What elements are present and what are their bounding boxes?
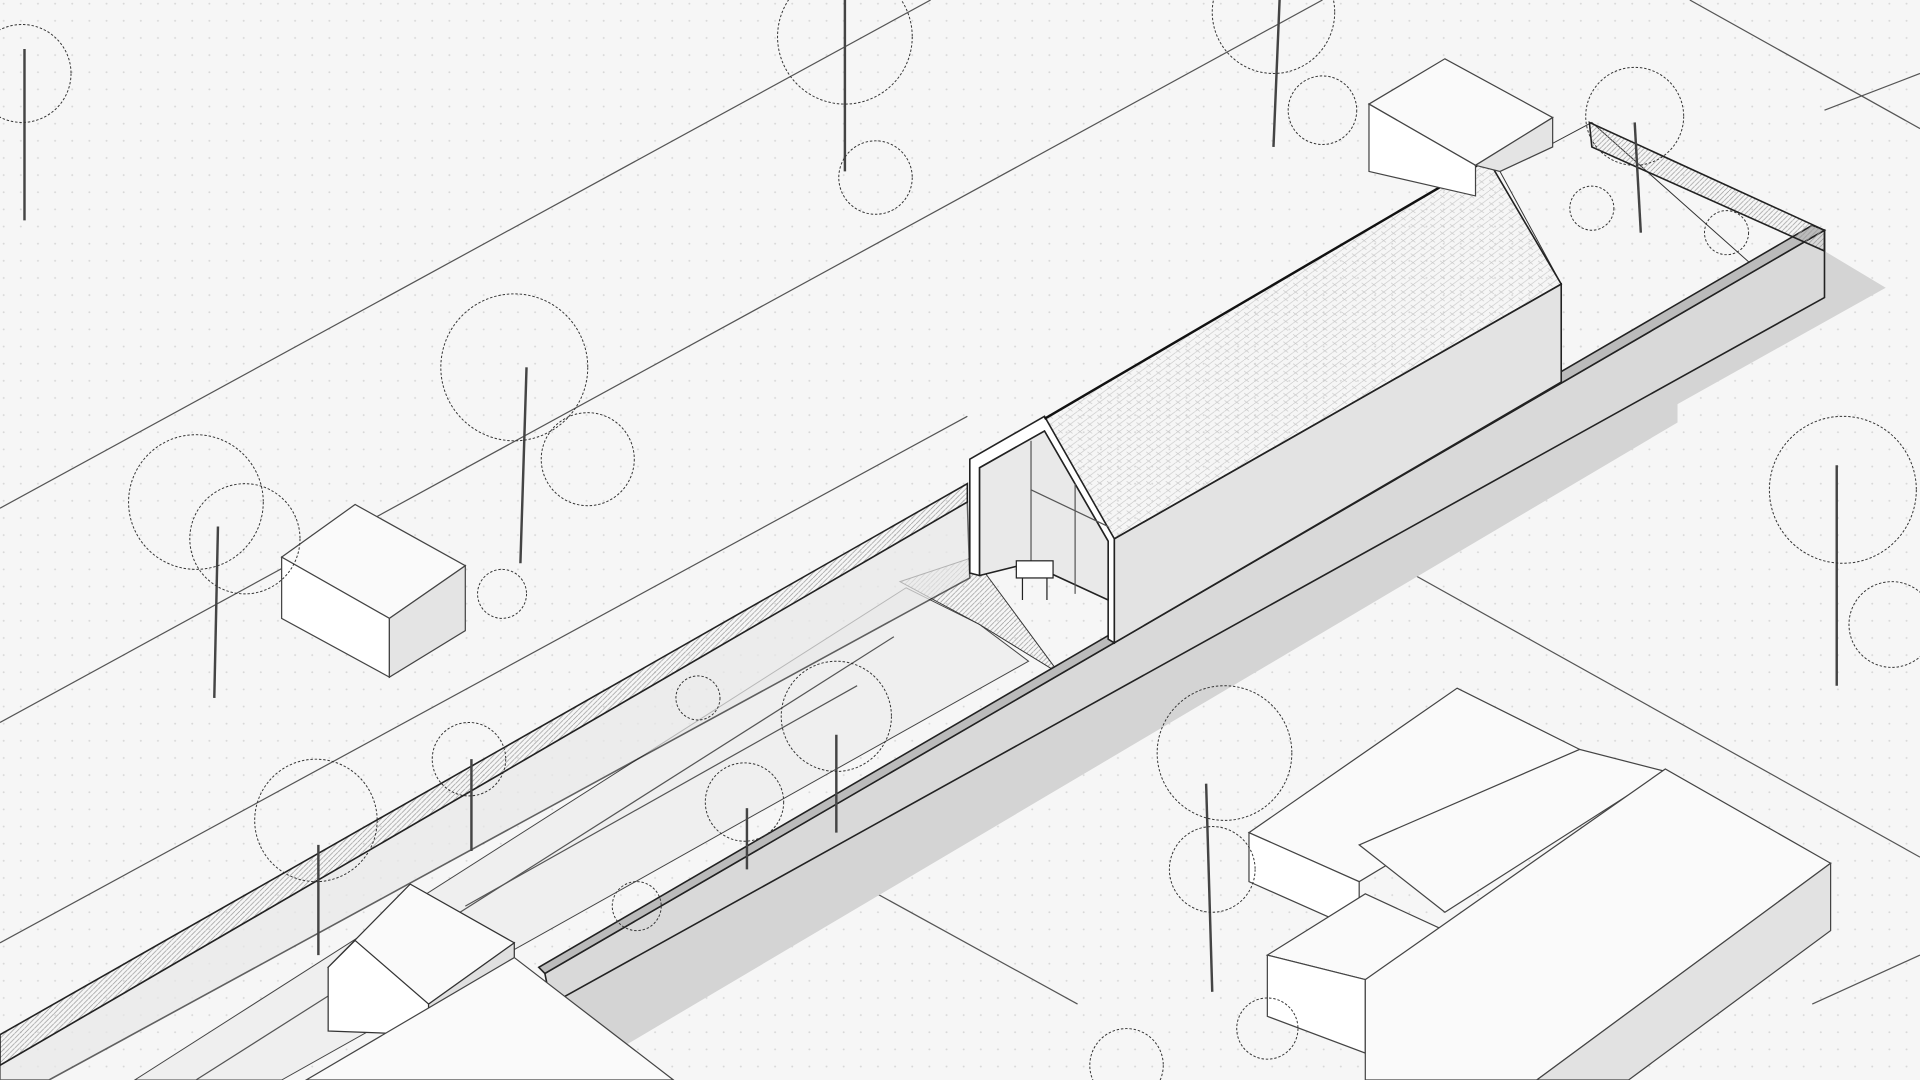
plot-lines	[0, 0, 1920, 1005]
wall-shadow	[551, 251, 1886, 1054]
path-lines-2	[465, 685, 858, 907]
path-lines	[195, 636, 895, 1080]
neighbour-roof-bottom	[304, 956, 675, 1080]
tree-icon	[1156, 685, 1293, 992]
neighbour-box-top	[1367, 58, 1554, 197]
tree-icon	[777, 0, 913, 215]
shrub-icon	[477, 75, 1750, 1080]
neighbour-buildings-right	[1247, 687, 1832, 1080]
tree-icon	[704, 762, 785, 870]
tree-icon	[440, 293, 635, 564]
house	[969, 158, 1563, 645]
neighbour-box-left	[280, 503, 467, 679]
roof-ridge	[1043, 158, 1489, 420]
tree-icon	[254, 758, 378, 956]
gable-glazing	[978, 429, 1109, 602]
tree-icon	[780, 660, 892, 833]
tree-icon	[1768, 415, 1920, 686]
tree-icon	[128, 434, 301, 698]
left-wall-face	[0, 500, 971, 1080]
window-transom	[1030, 489, 1109, 528]
tree-icon	[1585, 66, 1685, 233]
tree-icon	[431, 721, 507, 852]
tree-icon	[1211, 0, 1336, 147]
dining-table-icon	[1015, 560, 1054, 600]
tree-icon	[0, 24, 72, 221]
